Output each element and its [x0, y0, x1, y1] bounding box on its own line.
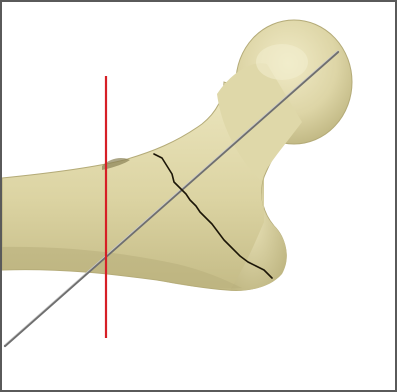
- head-highlight: [256, 44, 308, 80]
- femur-bone: [2, 20, 352, 290]
- femur-illustration: [2, 2, 395, 390]
